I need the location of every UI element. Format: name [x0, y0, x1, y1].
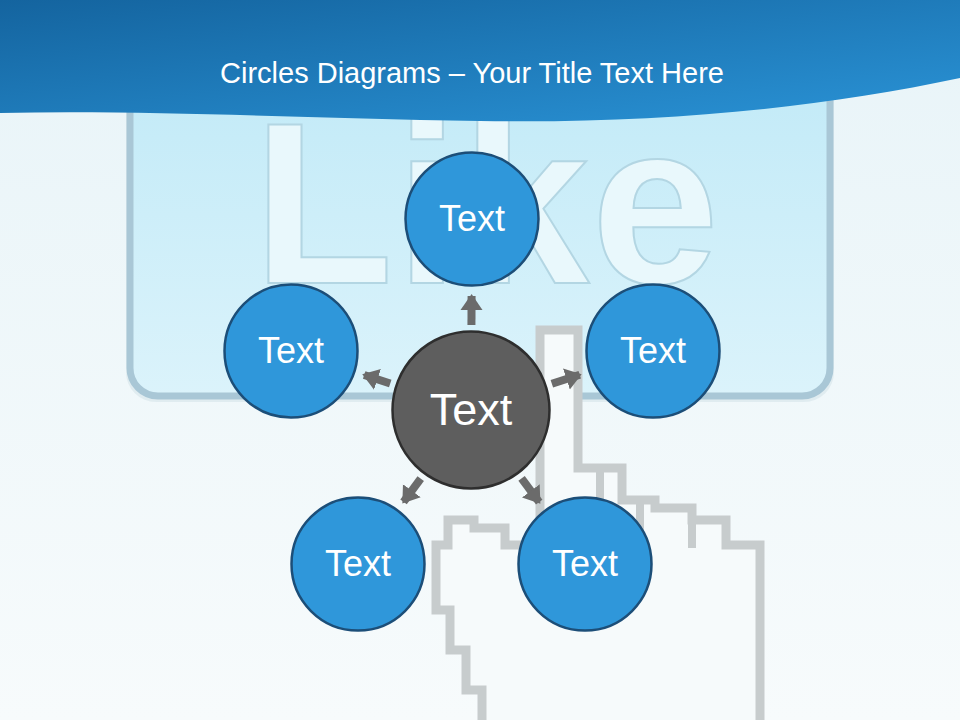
outer-circle: Text — [290, 496, 426, 632]
node-text: Text — [325, 544, 391, 584]
title-wrap: Circles Diagrams – Your Title Text Here — [0, 57, 944, 90]
arrow-connector — [364, 375, 390, 384]
circle-shape — [587, 285, 720, 418]
watermark-wrap: Like — [0, 89, 960, 319]
circle-outline — [391, 330, 551, 490]
knuckle-lines — [600, 470, 692, 548]
circle-shape — [292, 498, 425, 631]
arrow-connector — [552, 375, 580, 384]
header-wave — [0, 0, 960, 121]
arrow-connector — [522, 478, 540, 502]
arrow-connector — [467, 296, 475, 325]
slide-title: Circles Diagrams – Your Title Text Here — [220, 57, 724, 89]
hand-outline — [436, 330, 760, 720]
circle-shape — [519, 498, 652, 631]
node-text: Text — [620, 331, 686, 371]
circle-shape — [406, 153, 539, 286]
arrow-connector — [404, 479, 421, 502]
circle-shape — [393, 332, 550, 489]
node-text: Text — [430, 385, 513, 435]
circle-shape — [225, 285, 358, 418]
circle-outline — [290, 496, 426, 632]
node-text: Text — [258, 331, 324, 371]
hub-circle: Text — [391, 330, 551, 490]
